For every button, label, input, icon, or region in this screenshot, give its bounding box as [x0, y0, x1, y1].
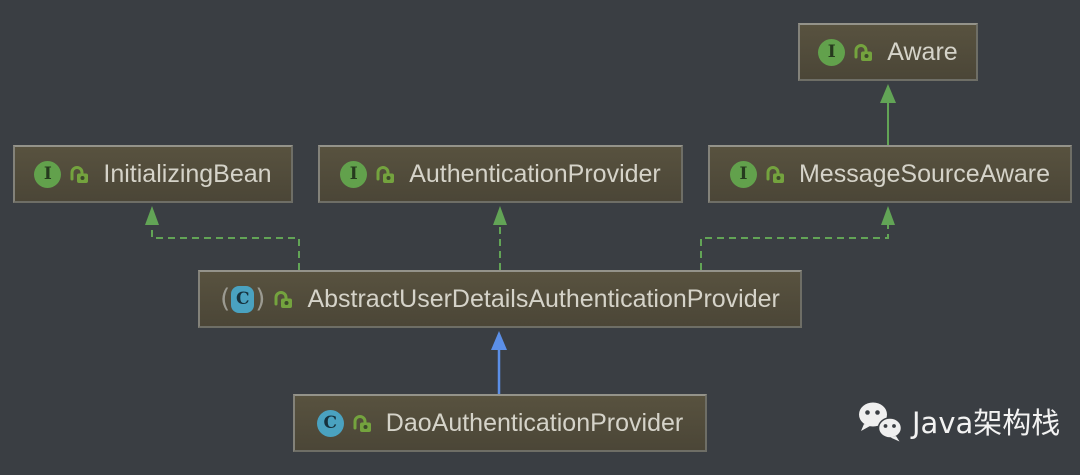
node-label: InitializingBean: [103, 160, 272, 188]
edge-abstract-implements-messagesourceaware: [700, 206, 895, 270]
class-icon: C: [231, 285, 255, 313]
public-unlocked-icon: [70, 166, 89, 183]
node-abstract-user-details-authentication-provider[interactable]: ( C ) AbstractUserDetailsAuthenticationP…: [198, 270, 802, 328]
abstract-paren-open: (: [220, 283, 231, 314]
edge-abstract-implements-initializingbean: [145, 206, 300, 270]
node-message-source-aware[interactable]: I MessageSourceAware: [708, 145, 1072, 203]
node-initializing-bean[interactable]: I InitializingBean: [13, 145, 293, 203]
edge-abstract-implements-authenticationprovider: [493, 206, 507, 270]
class-icon: C: [316, 409, 344, 437]
watermark-label: Java架构栈: [912, 406, 1061, 440]
node-authentication-provider[interactable]: I AuthenticationProvider: [318, 145, 683, 203]
node-label: MessageSourceAware: [798, 160, 1051, 188]
public-unlocked-icon: [274, 291, 293, 308]
node-label: AbstractUserDetailsAuthenticationProvide…: [307, 285, 780, 313]
abstract-class-icon: ( C ): [220, 283, 266, 314]
public-unlocked-icon: [766, 166, 784, 183]
wechat-icon: [859, 402, 903, 441]
interface-icon: I: [818, 38, 846, 66]
node-aware[interactable]: I Aware: [798, 23, 978, 81]
interface-icon: I: [729, 160, 757, 188]
edge-dao-extends-abstract: [491, 331, 507, 394]
node-label: Aware: [887, 38, 958, 66]
abstract-paren-close: ): [255, 283, 266, 314]
public-unlocked-icon: [353, 415, 371, 432]
public-unlocked-icon: [376, 166, 395, 183]
node-dao-authentication-provider[interactable]: C DaoAuthenticationProvider: [293, 394, 707, 452]
node-label: AuthenticationProvider: [409, 160, 661, 188]
node-label: DaoAuthenticationProvider: [385, 409, 684, 437]
watermark: Java架构栈: [857, 400, 1060, 442]
interface-icon: I: [34, 160, 62, 188]
public-unlocked-icon: [854, 44, 873, 61]
interface-icon: I: [340, 160, 368, 188]
edge-messagesourceaware-extends-aware: [880, 84, 896, 145]
